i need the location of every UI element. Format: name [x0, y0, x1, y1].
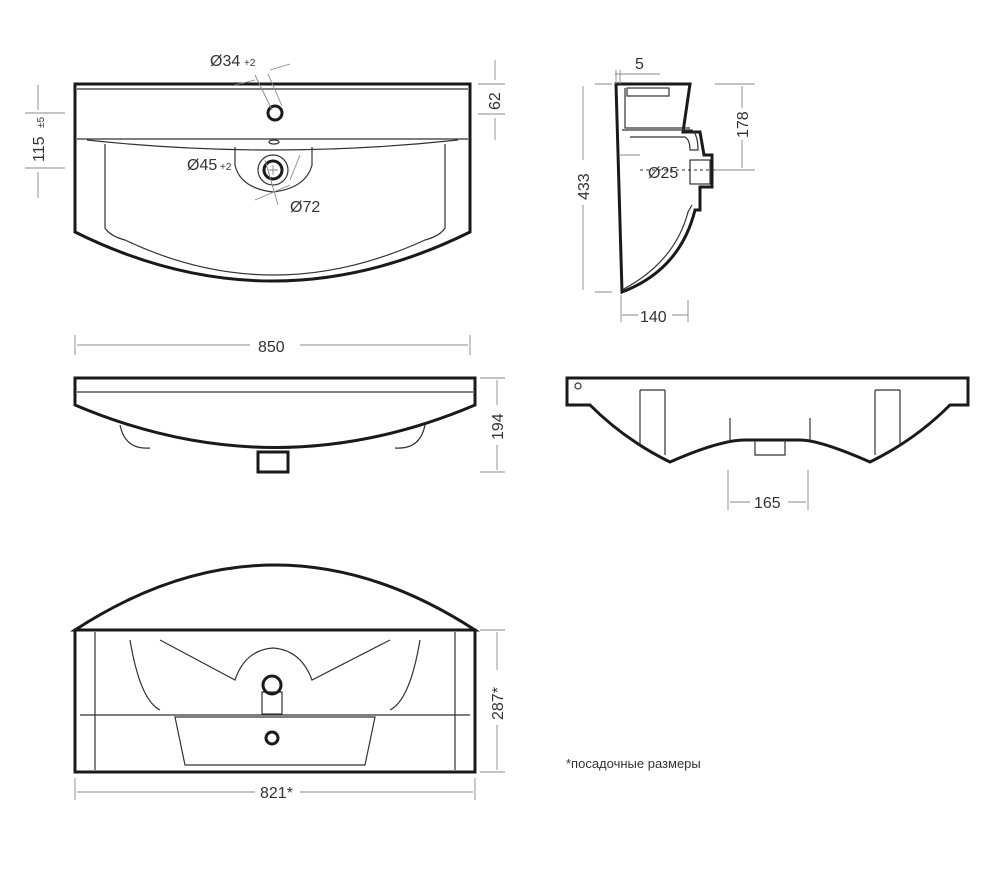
bottom-depth-label: 140: [640, 309, 667, 326]
overflow-hole-icon: [266, 104, 284, 122]
drain-offset-label: 178: [735, 111, 752, 138]
drain-hole-label: Ø45: [187, 157, 217, 174]
section-view: 165: [565, 376, 970, 512]
drain-width-label: 165: [754, 495, 781, 512]
wall-label: 5: [635, 56, 644, 73]
drain-tol-label: +2: [220, 162, 232, 173]
side-view: 433 5 178 Ø25 140: [576, 56, 755, 326]
outlet-label: Ø25: [648, 165, 678, 182]
mount-depth-label: 287*: [490, 687, 507, 720]
depth-label: 433: [576, 173, 593, 200]
drain-outer-label: Ø72: [290, 199, 320, 216]
width-label: 850: [258, 339, 285, 356]
height-label: 194: [490, 413, 507, 440]
rim-depth-label: 62: [487, 92, 504, 110]
bottom-view: 287* 821* *посадочные размеры: [69, 563, 701, 802]
tap-height-tol-label: ±5: [36, 117, 47, 128]
drain-hole-icon: [262, 159, 284, 181]
top-view: Ø34 +2 Ø45 +2 Ø72 115 ±5 62: [25, 53, 505, 283]
front-view: 850 194: [73, 335, 507, 474]
overflow-tol-label: +2: [244, 58, 256, 69]
overflow-hole-label: Ø34: [210, 53, 240, 70]
tap-height-label: 115: [31, 136, 48, 162]
drain-outer-icon: [257, 154, 289, 186]
mounting-dimensions-note: *посадочные размеры: [566, 756, 701, 771]
mount-width-label: 821*: [260, 785, 293, 802]
